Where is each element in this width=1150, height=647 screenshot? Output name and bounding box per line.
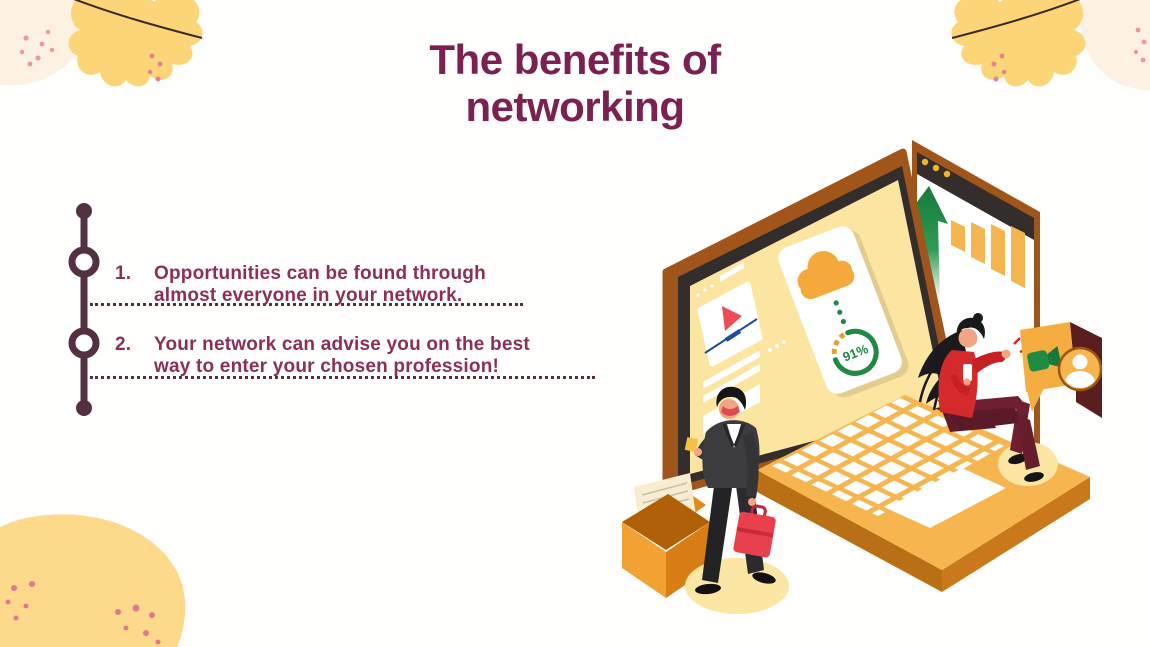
chat-bubble-graphic	[1020, 322, 1103, 418]
phone	[963, 364, 972, 381]
screen-browser-dots	[696, 262, 744, 297]
timeline-ring-1	[68, 246, 100, 278]
dotted-separator-1	[90, 303, 523, 306]
video-card	[697, 281, 763, 367]
woman-figure	[918, 313, 1058, 486]
decor-blob-yellow-bottomleft	[0, 501, 197, 647]
video-camera-icon	[1027, 346, 1063, 372]
title-line-2: networking	[465, 83, 685, 130]
play-icon	[722, 306, 742, 331]
user-avatar-icon	[1057, 346, 1103, 392]
list-item-2: 2. Your network can advise you on the be…	[115, 334, 625, 377]
bar-chart-icon	[951, 220, 1025, 288]
timeline-dot-bottom	[76, 400, 92, 416]
timeline-ring-2	[68, 327, 100, 359]
sticky-note	[684, 437, 699, 453]
timeline-graphic	[68, 203, 100, 416]
list-item-1-number: 1.	[115, 263, 132, 284]
list-item-1-text: Opportunities can be found through almos…	[154, 263, 486, 306]
cloud-download-icon	[797, 251, 855, 300]
touchpad	[886, 468, 1006, 528]
timeline-dot-top	[76, 203, 92, 219]
list-item-1: 1. Opportunities can be found through al…	[115, 263, 595, 306]
download-card: 91%	[778, 226, 909, 398]
page-title: The benefits of networking	[0, 36, 1150, 130]
keyboard-keys	[772, 398, 1004, 516]
networking-illustration: 91%	[622, 140, 1103, 614]
dotted-separator-2	[90, 376, 595, 379]
browser-dots	[921, 158, 951, 178]
title-line-1: The benefits of	[429, 36, 721, 83]
list-item-2-number: 2.	[115, 334, 132, 355]
businessman-figure	[684, 386, 789, 614]
list-item-2-text: Your network can advise you on the best …	[154, 334, 530, 377]
briefcase	[733, 504, 776, 558]
laptop-keyboard-graphic	[757, 395, 1090, 592]
envelope-graphic	[622, 473, 710, 598]
